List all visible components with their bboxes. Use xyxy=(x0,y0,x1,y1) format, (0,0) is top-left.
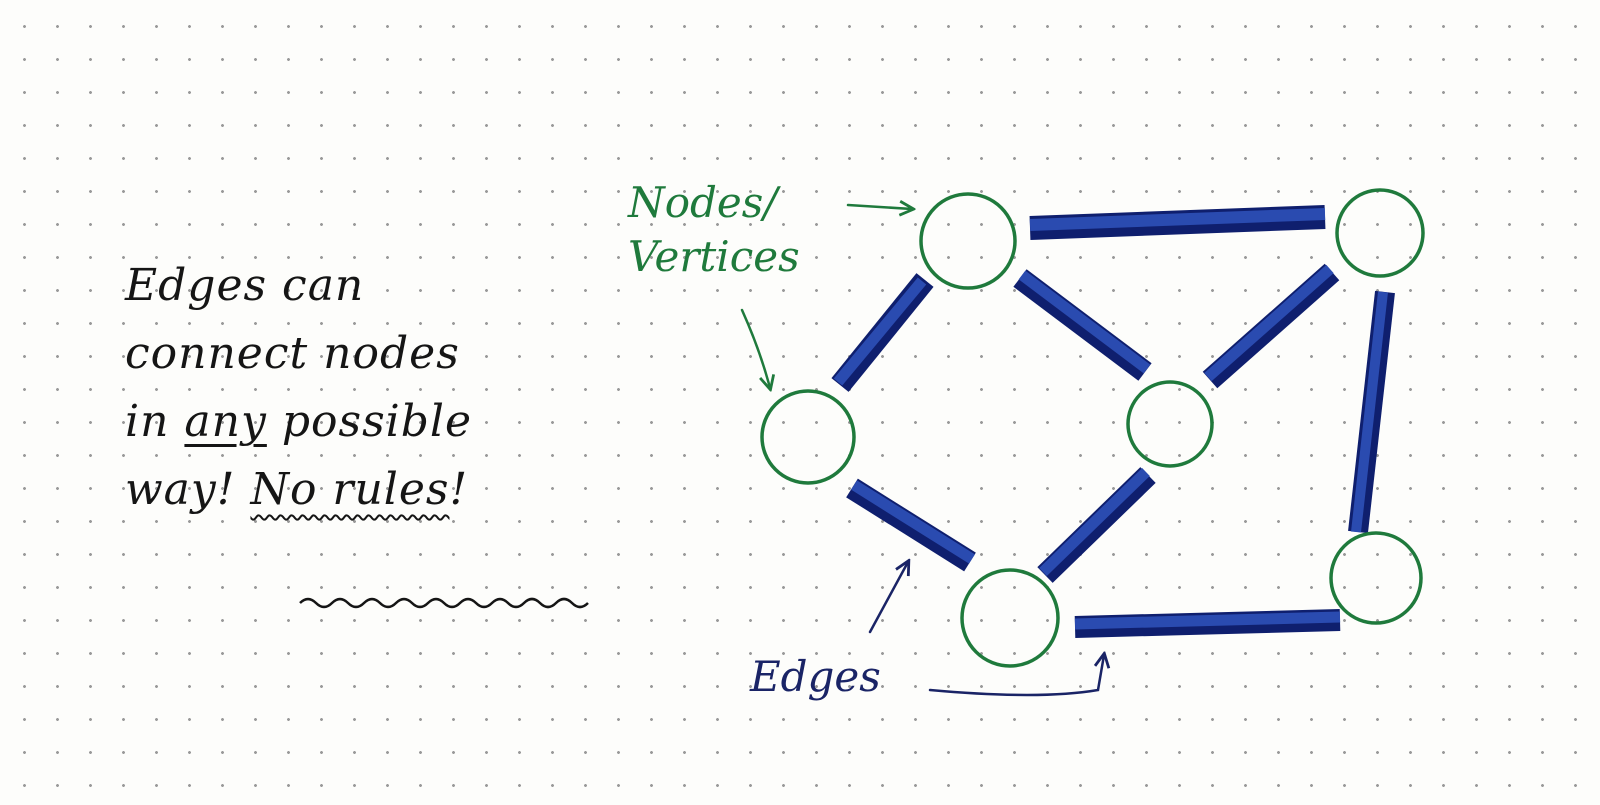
nodes-group xyxy=(760,188,1425,668)
edge-topright-center xyxy=(1202,263,1340,389)
note-line-3: in any possible xyxy=(125,388,472,456)
nodes-label-line-2: Vertices xyxy=(628,232,800,281)
annotation-arrows xyxy=(740,205,1104,697)
edges-group xyxy=(831,205,1395,638)
nodes-label: Nodes/ Vertices xyxy=(628,176,800,284)
node-left xyxy=(760,389,856,485)
edge-topleft-left xyxy=(831,273,934,392)
note-line-4-start: way! xyxy=(125,464,236,515)
edge-topleft-topright xyxy=(1029,205,1326,240)
note-emphasis-no-rules: No rules xyxy=(250,464,450,515)
note-exclamation: ! xyxy=(449,464,469,515)
node-bottom-right xyxy=(1329,531,1423,625)
note-line-3-start: in xyxy=(125,396,170,447)
arrow-to-left-node xyxy=(740,308,770,388)
node-top-left xyxy=(919,192,1017,290)
edges-label: Edges xyxy=(750,652,881,701)
edge-topright-bottomright xyxy=(1348,290,1395,534)
note-line-4: way! No rules! xyxy=(125,456,472,524)
arrow-to-left-edge xyxy=(868,562,908,634)
arrow-to-top-node xyxy=(846,205,912,209)
note-line-2: connect nodes xyxy=(125,328,460,379)
edge-center-bottom xyxy=(1037,467,1156,583)
node-top-right xyxy=(1335,188,1425,278)
edge-left-bottom xyxy=(846,478,976,572)
wavy-underline xyxy=(299,597,589,609)
node-center xyxy=(1126,380,1214,468)
handwritten-note: Edges can connect nodes in any possible … xyxy=(125,252,472,524)
nodes-label-line-1: Nodes/ xyxy=(628,178,778,227)
note-line-1: Edges can xyxy=(125,260,365,311)
edge-bottom-bottomright xyxy=(1074,609,1341,638)
note-line-3-end: possible xyxy=(281,396,473,447)
arrow-to-bottom-edge xyxy=(928,655,1104,697)
node-bottom xyxy=(960,568,1060,668)
edge-topleft-center xyxy=(1013,269,1152,381)
note-emphasis-any: any xyxy=(184,396,267,447)
